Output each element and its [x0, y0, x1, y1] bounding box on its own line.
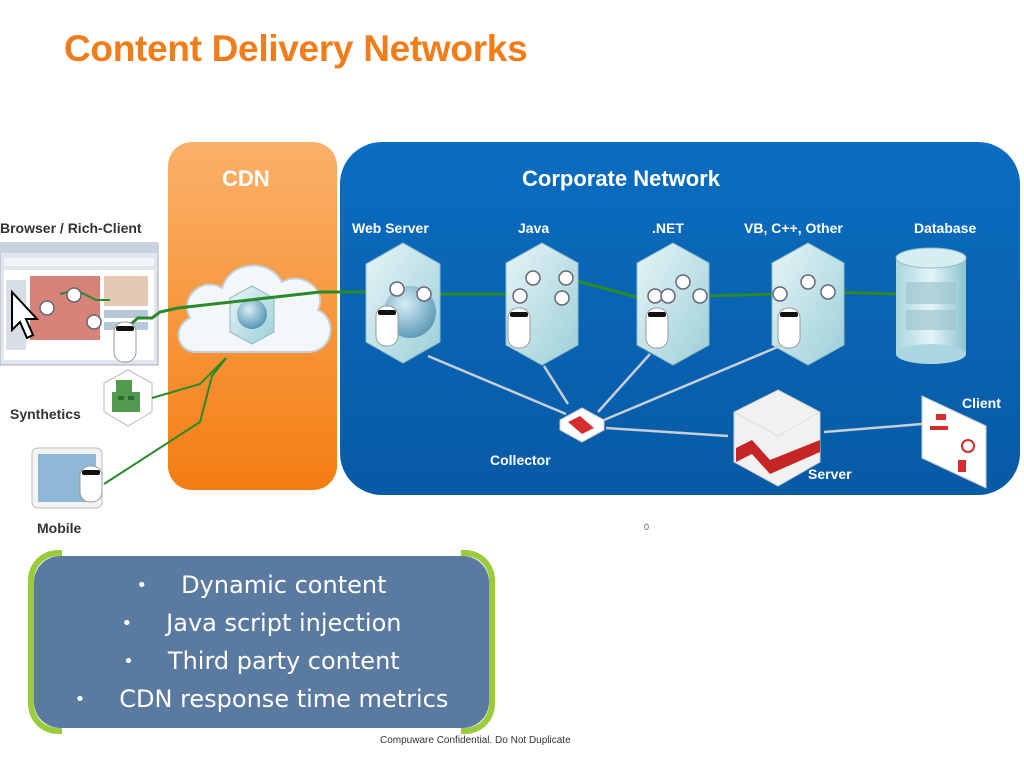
client-label: Client — [962, 395, 1001, 411]
globe-icon — [229, 285, 275, 345]
bullet-panel — [34, 556, 489, 728]
tier-label-database: Database — [914, 220, 977, 236]
dotnet-cube — [636, 242, 710, 366]
client-label-synthetics: Synthetics — [10, 406, 81, 422]
bullet-list: •Dynamic content •Java script injection … — [34, 566, 489, 718]
synthetics-link — [151, 357, 227, 399]
mobile-link — [103, 357, 227, 485]
tier-label-dotnet: .NET — [652, 220, 684, 236]
footer-text: Compuware Confidential. Do Not Duplicate — [380, 735, 571, 746]
tier-label-other: VB, C++, Other — [744, 220, 843, 236]
database-icon — [895, 247, 967, 364]
corporate-section-label: Corporate Network — [522, 166, 721, 191]
robot-icon — [103, 369, 153, 427]
bullet-item: •Dynamic content — [136, 571, 387, 599]
collector-label: Collector — [490, 452, 551, 468]
server-label: Server — [808, 466, 852, 482]
bracket-left — [28, 550, 62, 734]
server-icon — [733, 389, 821, 487]
client-label-mobile: Mobile — [37, 520, 82, 536]
page-title: Content Delivery Networks — [64, 28, 528, 69]
collector-icon — [559, 407, 605, 443]
web-server-cube — [365, 242, 441, 364]
cursor-icon — [11, 289, 40, 340]
tier-label-web-server: Web Server — [352, 220, 429, 236]
client-label-browser: Browser / Rich-Client — [0, 220, 142, 236]
bracket-right — [461, 550, 495, 734]
bullet-item: •CDN response time metrics — [74, 685, 449, 713]
client-icon — [921, 395, 987, 489]
bullet-item: •Third party content — [123, 647, 400, 675]
stopwatch-icon — [39, 270, 836, 330]
bullet-item: •Java script injection — [121, 609, 402, 637]
page-marker: 0 — [644, 522, 650, 532]
cdn-section-label: CDN — [222, 166, 270, 191]
tier-label-java: Java — [518, 220, 550, 236]
